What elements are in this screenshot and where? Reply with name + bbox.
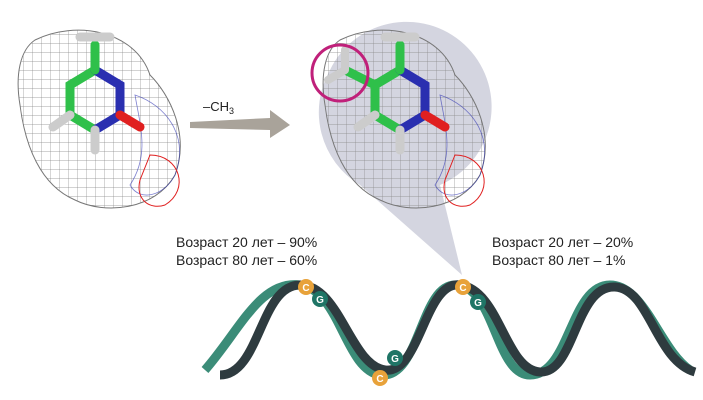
base-pair-3: G C: [372, 350, 403, 386]
reaction-subscript: 3: [229, 106, 235, 116]
stat-line: Возраст 20 лет – 90%: [176, 234, 318, 250]
base-pair-1: C G: [298, 279, 328, 307]
right-stats: Возраст 20 лет – 20% Возраст 80 лет – 1%: [492, 233, 633, 269]
reaction-label: –CH3: [203, 98, 234, 120]
dna-helix: [201, 280, 697, 380]
base-g-label: G: [391, 354, 399, 365]
reaction-formula: –CH: [203, 99, 230, 114]
base-pair-2: C G: [455, 279, 486, 310]
left-stats: Возраст 20 лет – 90% Возраст 80 лет – 60…: [176, 233, 317, 269]
base-c-label: C: [459, 283, 466, 294]
dna-strand-b: [219, 280, 697, 380]
methyl-highlight-circle: [310, 43, 370, 103]
base-c-label: C: [302, 283, 309, 294]
stat-line: Возраст 20 лет – 20%: [492, 234, 634, 250]
base-g-label: G: [316, 295, 324, 306]
stat-line: Возраст 80 лет – 1%: [492, 252, 626, 268]
stat-line: Возраст 80 лет – 60%: [176, 252, 318, 268]
base-g-label: G: [474, 298, 482, 309]
methylcytosine-molecule: [310, 30, 485, 208]
base-c-label: C: [376, 374, 383, 385]
reaction-arrow: [190, 110, 290, 138]
cytosine-molecule: [18, 30, 180, 208]
